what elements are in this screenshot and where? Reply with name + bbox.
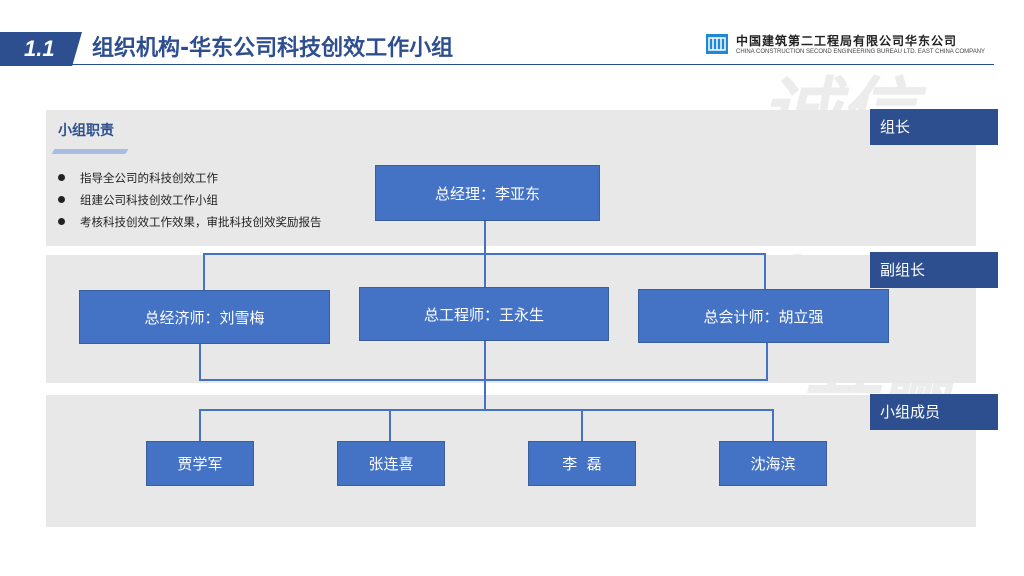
company-name-cn: 中国建筑第二工程局有限公司华东公司 xyxy=(736,34,958,48)
duties-title: 小组职责 xyxy=(58,123,114,139)
role-tag-deputy: 副组长 xyxy=(870,252,998,288)
deputy-box-chief-engineer: 总工程师：王永生 xyxy=(359,287,609,341)
duty-item: 指导全公司的科技创效工作 xyxy=(56,168,322,190)
member-box: 张连喜 xyxy=(337,441,445,486)
section-number: 1.1 xyxy=(0,32,82,66)
member-box: 贾学军 xyxy=(146,441,254,486)
duty-item: 考核科技创效工作效果，审批科技创效奖励报告 xyxy=(56,212,322,234)
role-tag-leader: 组长 xyxy=(870,109,998,145)
general-manager-box: 总经理：李亚东 xyxy=(375,165,600,221)
header-divider xyxy=(72,64,994,65)
role-tag-members: 小组成员 xyxy=(870,394,998,430)
deputy-box-chief-accountant: 总会计师：胡立强 xyxy=(638,289,889,343)
page-title: 组织机构-华东公司科技创效工作小组 xyxy=(92,36,454,61)
member-box: 沈海滨 xyxy=(719,441,827,486)
member-box: 李 磊 xyxy=(528,441,636,486)
deputy-box-chief-economist: 总经济师：刘雪梅 xyxy=(79,290,330,344)
company-name-en: CHINA CONSTRUCTION SECOND ENGINEERING BU… xyxy=(736,49,986,55)
duty-item: 组建公司科技创效工作小组 xyxy=(56,190,322,212)
company-logo-icon xyxy=(706,34,728,54)
duties-list: 指导全公司的科技创效工作 组建公司科技创效工作小组 考核科技创效工作效果，审批科… xyxy=(56,168,322,234)
